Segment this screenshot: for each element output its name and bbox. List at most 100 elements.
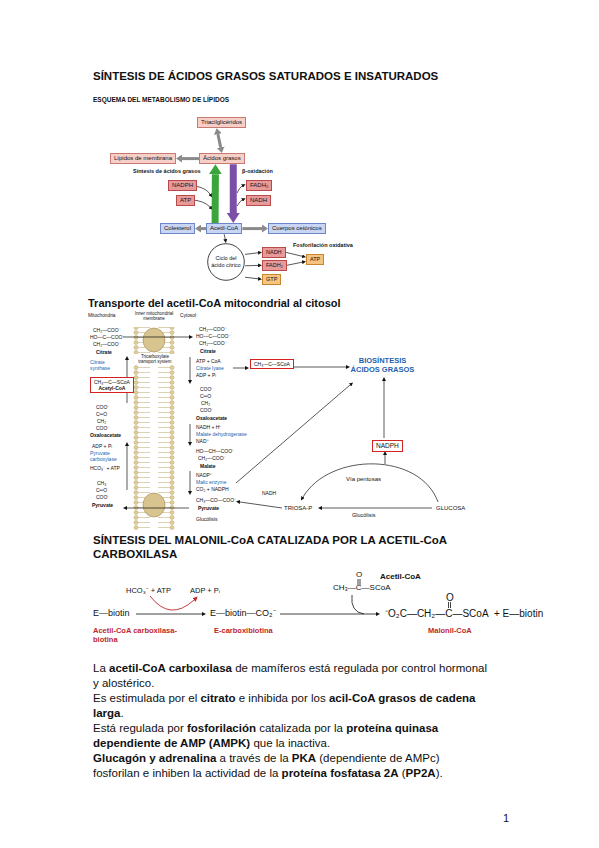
label-text: C═O xyxy=(200,393,211,399)
label-text: HCO₃⁻ + ATP xyxy=(126,586,171,595)
label-text: SÍNTESIS DEL MALONIL-CoA CATALIZADA POR … xyxy=(93,534,513,562)
cycle-circle: Ciclo del ácido cítrico xyxy=(207,243,245,281)
node-text: Acetil-CoA xyxy=(210,225,238,232)
reaction-arrow xyxy=(190,357,191,380)
metabolite-box: Ácidos grasos xyxy=(199,153,245,164)
label-text: ADP + Pᵢ xyxy=(92,443,112,449)
label-text: ADP + Pᵢ xyxy=(196,372,216,378)
body-text: . xyxy=(121,707,124,719)
label-text: E-carboxibiotina xyxy=(214,626,273,635)
label-text: ⁻O₂C—CH₂—C—SCoA xyxy=(385,608,489,620)
node-text: NADPH xyxy=(172,182,193,189)
body-text: acetil-CoA carboxilasa xyxy=(109,662,232,674)
node-text: Lípidos de membrana xyxy=(114,155,172,162)
node-text: Colesterol xyxy=(164,225,191,232)
label-text: Malate dehydrogenase xyxy=(196,431,247,437)
label-text: ATP + CoA xyxy=(196,358,221,364)
metabolite-box: CH₃—C—SCoA xyxy=(250,359,294,369)
pathway-arrow xyxy=(236,385,350,483)
label-text: CH₃—CO—COO⁻ xyxy=(196,497,236,503)
transport-arrow xyxy=(127,508,189,509)
body-text: La xyxy=(93,662,106,674)
label-text: Citrate synthase xyxy=(90,359,122,371)
metabolite-box: NADH xyxy=(262,247,286,258)
label-text: COO⁻ xyxy=(96,494,109,500)
metabolite-box: FADH₂ xyxy=(262,260,287,271)
connector xyxy=(224,234,225,239)
node-text: Ácidos grasos xyxy=(203,155,241,162)
label-text: Mitochondria xyxy=(88,313,115,319)
label-text: HO—CH—COO⁻ xyxy=(196,448,234,454)
label-text: β-oxidación xyxy=(242,168,273,175)
label-text: Glucólisis xyxy=(352,512,376,519)
connector xyxy=(245,253,258,255)
node-text: Cuerpos cetónicos xyxy=(272,225,322,232)
pentose-arc xyxy=(303,464,438,502)
label-text: Malic enzyme xyxy=(196,479,227,485)
label-text: CH₂—COO⁻ xyxy=(198,455,226,461)
metabolite-box: Cuerpos cetónicos xyxy=(268,223,326,234)
pathway-arrow xyxy=(384,381,385,438)
label-text: COO⁻ xyxy=(200,407,213,413)
substrate-curve xyxy=(352,595,364,614)
label-text: Citrate xyxy=(96,349,112,355)
metabolite-box: Colesterol xyxy=(160,223,195,234)
node-text: ATP xyxy=(180,197,191,204)
node-text: GTP xyxy=(266,276,277,283)
metabolite-box: GTP xyxy=(262,274,281,285)
label-text: Acetil-CoA xyxy=(380,572,421,582)
pathway-arrow xyxy=(322,508,432,509)
connector xyxy=(287,262,302,265)
label-text: Citrate lyase xyxy=(196,365,224,371)
body-text: Está regulada por xyxy=(93,722,184,734)
pathway-arrow xyxy=(240,502,282,508)
membrane-bilayer xyxy=(133,327,175,530)
transporter-protein xyxy=(143,493,165,517)
body-text: PKA xyxy=(292,752,316,764)
paragraph: Es estimulada por el citrato e inhibida … xyxy=(93,691,488,721)
node-text: Acetyl-CoA xyxy=(94,385,130,391)
label-text: Vía pentosas xyxy=(346,476,381,483)
node-text: Triacilglicéridos xyxy=(201,119,242,126)
node-text: CH₃—C—SCoA xyxy=(254,361,290,367)
label-text: CH₃—C—SCoA xyxy=(333,583,391,593)
label-text: Pyruvate carboxylase xyxy=(90,450,124,462)
label-text: 1 xyxy=(503,812,509,825)
label-text: COO⁻ xyxy=(96,404,109,410)
metabolite-box: ATP xyxy=(306,254,324,265)
cycle-outline xyxy=(208,244,245,281)
label-text: E—biotin xyxy=(93,608,130,619)
label-text: Fosforilación oxidativa xyxy=(293,242,353,249)
label-text: CH₂—COO⁻ xyxy=(93,327,121,333)
label-text: CH₃ xyxy=(97,480,106,486)
body-text: catalizada por la xyxy=(259,722,343,734)
label-text: Cytosol xyxy=(180,313,196,319)
label-text: COO⁻ xyxy=(200,386,213,392)
label-text: Oxaloacetate xyxy=(90,432,121,438)
node-text: FADH₂ xyxy=(266,262,283,269)
body-text: que la inactiva. xyxy=(253,737,330,749)
paragraph: Está regulada por fosforilación cataliza… xyxy=(93,721,488,751)
body-text: citrato xyxy=(200,692,235,704)
connector xyxy=(218,134,221,147)
metabolite-box: FADH₂ xyxy=(246,180,272,191)
body-text: proteína fosfatasa 2A xyxy=(282,767,399,779)
label-text: NADH + H⁺ xyxy=(196,424,221,430)
label-text: Transporte del acetil-CoA mitocondrial a… xyxy=(88,297,341,310)
label-text: O xyxy=(446,592,454,604)
label-text: CH₂—COO⁻ xyxy=(199,340,227,346)
pathway-arrow xyxy=(291,367,346,368)
label-text: HO—C—COO⁻ xyxy=(90,334,125,340)
label-text: O xyxy=(356,570,362,580)
body-text: e inhibida por los xyxy=(239,692,326,704)
label-text: Oxaloacetate xyxy=(196,415,227,421)
node-text: NADH xyxy=(250,197,267,204)
body-text: ). xyxy=(436,767,443,779)
reaction-arrow xyxy=(190,424,191,442)
body-text-block: La acetil-CoA carboxilasa de mamíferos e… xyxy=(93,661,488,781)
connector xyxy=(245,277,258,279)
connector xyxy=(212,174,219,223)
pathway-arrow xyxy=(385,455,386,464)
